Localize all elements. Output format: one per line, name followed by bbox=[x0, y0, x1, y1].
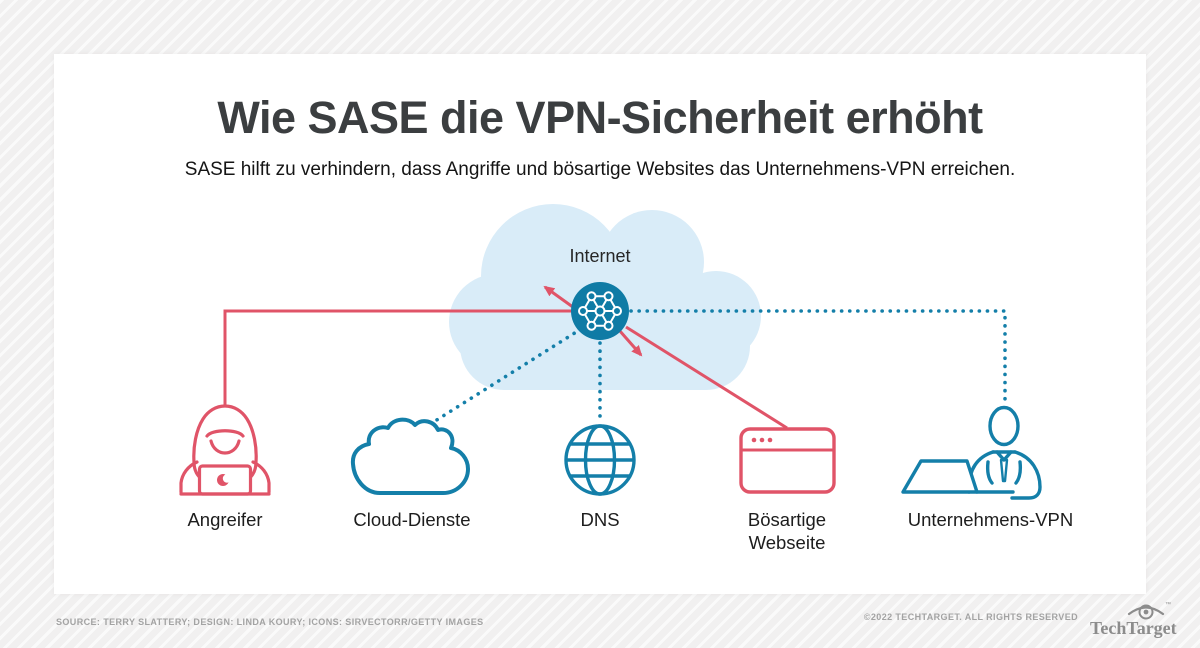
footer-copyright: ©2022 TECHTARGET. ALL RIGHTS RESERVED bbox=[863, 612, 1078, 622]
internet-label: Internet bbox=[569, 246, 631, 266]
person-laptop-icon bbox=[901, 405, 1042, 500]
page-subtitle: SASE hilft zu verhindern, dass Angriffe … bbox=[184, 159, 1016, 180]
hacker-laptop-icon bbox=[179, 404, 271, 496]
techtarget-wordmark: TechTarget bbox=[1090, 618, 1177, 638]
dotted-line-cloud-dienste bbox=[422, 327, 583, 430]
footer-right: ©2022 TECHTARGET. ALL RIGHTS RESERVED ™ … bbox=[864, 599, 1184, 641]
label-unternehmens-vpn: Unternehmens-VPN bbox=[907, 509, 1074, 530]
label-cloud-dienste: Cloud-Dienste bbox=[353, 509, 471, 530]
trademark-symbol: ™ bbox=[1165, 601, 1171, 608]
techtarget-eye-icon bbox=[1127, 604, 1165, 620]
techtarget-logo: ™ TechTarget bbox=[1090, 601, 1177, 638]
attack-line-angreifer bbox=[223, 309, 572, 407]
footer-source-credit: SOURCE: TERRY SLATTERY; DESIGN: LINDA KO… bbox=[56, 617, 484, 627]
label-dns: DNS bbox=[580, 509, 620, 530]
label-angreifer: Angreifer bbox=[187, 509, 263, 530]
browser-window-icon bbox=[739, 427, 836, 494]
label-boesartige-webseite: Bösartige Webseite bbox=[747, 509, 827, 553]
allowed-connections bbox=[422, 309, 1007, 430]
mesh-network-icon bbox=[571, 282, 629, 340]
cloud-icon bbox=[350, 417, 470, 495]
attack-line-webseite bbox=[625, 325, 788, 430]
page-title: Wie SASE die VPN-Sicherheit erhöht bbox=[217, 92, 983, 143]
globe-icon bbox=[564, 424, 636, 496]
dotted-line-unternehmens-vpn bbox=[629, 309, 1007, 406]
